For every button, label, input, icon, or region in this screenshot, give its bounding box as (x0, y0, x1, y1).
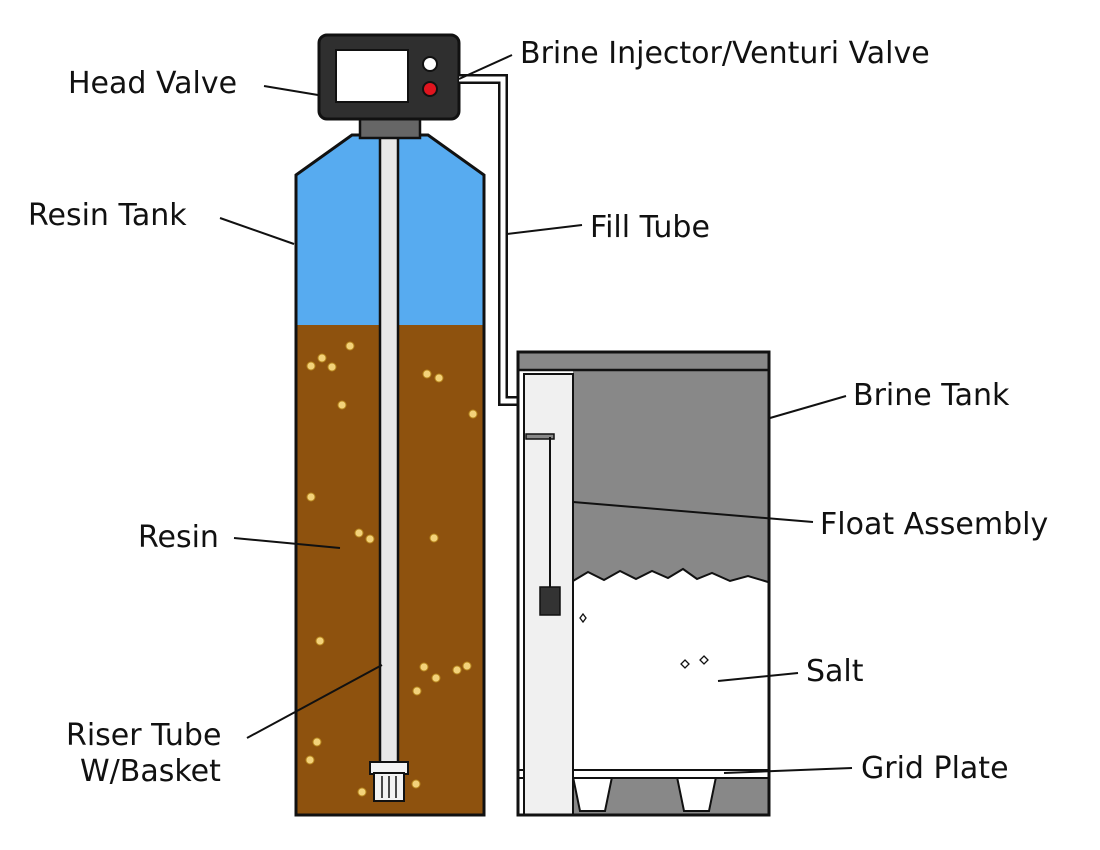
riser-tube-pipe (378, 133, 400, 767)
valve-neck (358, 116, 422, 140)
resin-bead (315, 636, 325, 646)
indicator-light-red (422, 81, 438, 97)
resin-bead (412, 686, 422, 696)
float (539, 586, 561, 616)
brine-grid-gap (573, 777, 768, 815)
resin-bead (317, 353, 327, 363)
resin-bead (422, 369, 432, 379)
grid-leg (571, 776, 614, 812)
leader-riser-tube (246, 664, 383, 739)
label-riser-tube: Riser Tube (66, 718, 221, 753)
resin-bead (354, 528, 364, 538)
float-assembly (525, 433, 561, 616)
brine-tank (516, 350, 771, 817)
resin-tank-outline (294, 133, 486, 817)
salt-crystal (579, 612, 587, 624)
resin-bead (365, 534, 375, 544)
brine-tank-outline (516, 350, 771, 817)
leader-fill-tube (506, 224, 583, 235)
label-head-valve: Head Valve (68, 66, 237, 101)
label-brine-tank: Brine Tank (853, 378, 1010, 413)
resin-bead (452, 665, 462, 675)
head-valve (317, 33, 461, 140)
resin-bead (345, 341, 355, 351)
resin-bead (419, 662, 429, 672)
grid-leg (675, 776, 718, 812)
resin-bead (411, 779, 421, 789)
labels: Head Valve Brine Injector/Venturi Valve … (28, 36, 1048, 789)
label-float-assembly: Float Assembly (820, 507, 1048, 542)
valve-screen (335, 49, 409, 103)
label-riser-basket: W/Basket (80, 754, 221, 789)
salt-crystal (680, 659, 690, 669)
resin-bead (429, 533, 439, 543)
salt-crystal (699, 655, 709, 665)
label-grid-plate: Grid Plate (861, 751, 1009, 786)
brine-tank-lid (516, 350, 771, 372)
leader-lines (219, 54, 853, 774)
leader-salt (717, 672, 799, 682)
leader-grid-plate (723, 767, 853, 774)
label-salt: Salt (806, 654, 864, 689)
leader-brine-tank (769, 395, 847, 419)
resin-bead (431, 673, 441, 683)
leader-head-valve (263, 85, 319, 96)
resin-bead (327, 362, 337, 372)
leader-float-assembly (572, 501, 814, 523)
resin-bead (462, 661, 472, 671)
resin-bead (306, 492, 316, 502)
resin-bead (306, 361, 316, 371)
label-resin-tank: Resin Tank (28, 198, 187, 233)
salt-crystals (579, 612, 709, 669)
leader-resin-tank (219, 217, 295, 245)
resin-beads (305, 341, 478, 797)
resin-bead (305, 755, 315, 765)
resin-bead (468, 409, 478, 419)
brine-water (573, 370, 768, 582)
label-fill-tube: Fill Tube (590, 210, 710, 245)
label-resin: Resin (138, 520, 219, 555)
riser-basket (369, 761, 409, 802)
resin-bead (337, 400, 347, 410)
leader-brine-injector (458, 54, 513, 80)
leader-resin (233, 537, 341, 549)
label-brine-injector: Brine Injector/Venturi Valve (520, 36, 930, 71)
resin-bead (434, 373, 444, 383)
resin-bead (357, 787, 367, 797)
resin-bead (312, 737, 322, 747)
riser-tube (369, 133, 409, 802)
indicator-light-white (422, 56, 438, 72)
float-rod-top (525, 433, 555, 440)
salt-surface (572, 567, 769, 583)
